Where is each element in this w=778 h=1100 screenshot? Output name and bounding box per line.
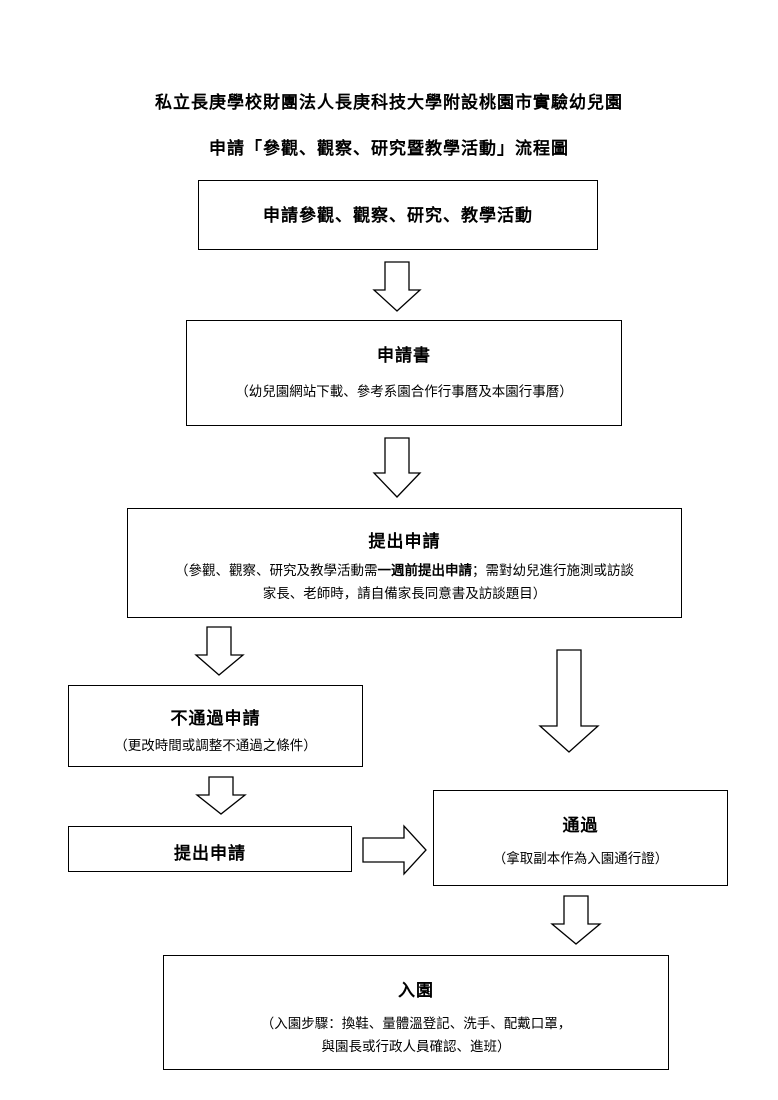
step-enter-box: 入園 （入園步驟：換鞋、量體溫登記、洗手、配戴口罩， 與園長或行政人員確認、進班… — [163, 955, 669, 1070]
note-deadline-emphasis: 一週前提出申請 — [377, 563, 473, 579]
step-submit-application-note: （參觀、觀察、研究及教學活動需一週前提出申請；需對幼兒進行施測或訪談 — [128, 560, 681, 583]
note-prefix: （參觀、觀察、研究及教學活動需 — [175, 563, 378, 579]
step-enter-note-line1: （入園步驟：換鞋、量體溫登記、洗手、配戴口罩， — [260, 1016, 572, 1032]
note-suffix: ；需對幼兒進行施測或訪談 — [472, 563, 634, 579]
step-enter-note-line2: 與園長或行政人員確認、進班） — [321, 1039, 511, 1055]
step-resubmit-box: 提出申請 — [68, 826, 352, 872]
arrow-down-1 — [372, 261, 422, 312]
step-application-form-box: 申請書 （幼兒園網站下載、參考系園合作行事曆及本園行事曆） — [186, 320, 622, 426]
arrow-down-to-approved — [538, 649, 600, 753]
step-approved-note: （拿取副本作為入園通行證） — [492, 851, 669, 867]
page-title-line1: 私立長庚學校財團法人長庚科技大學附設桃園市實驗幼兒園 — [155, 93, 623, 113]
step-rejected-note: （更改時間或調整不通過之條件） — [114, 738, 317, 754]
step-enter-heading: 入園 — [398, 981, 434, 1001]
step-rejected-box: 不通過申請 （更改時間或調整不通過之條件） — [68, 685, 363, 767]
arrow-down-to-resubmit — [195, 776, 247, 815]
step-apply-visit-box: 申請參觀、觀察、研究、教學活動 — [198, 180, 598, 250]
page-title-line2: 申請「參觀、觀察、研究暨教學活動」流程圖 — [209, 139, 569, 159]
step-application-form-note: （幼兒園網站下載、參考系園合作行事曆及本園行事曆） — [235, 384, 573, 400]
arrow-right-to-approved — [362, 824, 427, 876]
step-approved-heading: 通過 — [562, 816, 599, 836]
step-approved-box: 通過 （拿取副本作為入園通行證） — [433, 790, 728, 886]
step-apply-visit-heading: 申請參觀、觀察、研究、教學活動 — [263, 206, 533, 226]
step-rejected-heading: 不通過申請 — [170, 709, 261, 729]
arrow-down-to-enter — [550, 895, 602, 945]
arrow-down-2 — [372, 437, 422, 498]
step-submit-application-box: 提出申請 （參觀、觀察、研究及教學活動需一週前提出申請；需對幼兒進行施測或訪談 … — [127, 508, 682, 618]
step-submit-application-note-line2: 家長、老師時，請自備家長同意書及訪談題目） — [262, 586, 547, 602]
step-application-form-heading: 申請書 — [377, 346, 431, 366]
step-resubmit-heading: 提出申請 — [174, 844, 246, 864]
arrow-down-to-rejected — [194, 626, 245, 676]
step-submit-application-heading: 提出申請 — [368, 532, 441, 552]
